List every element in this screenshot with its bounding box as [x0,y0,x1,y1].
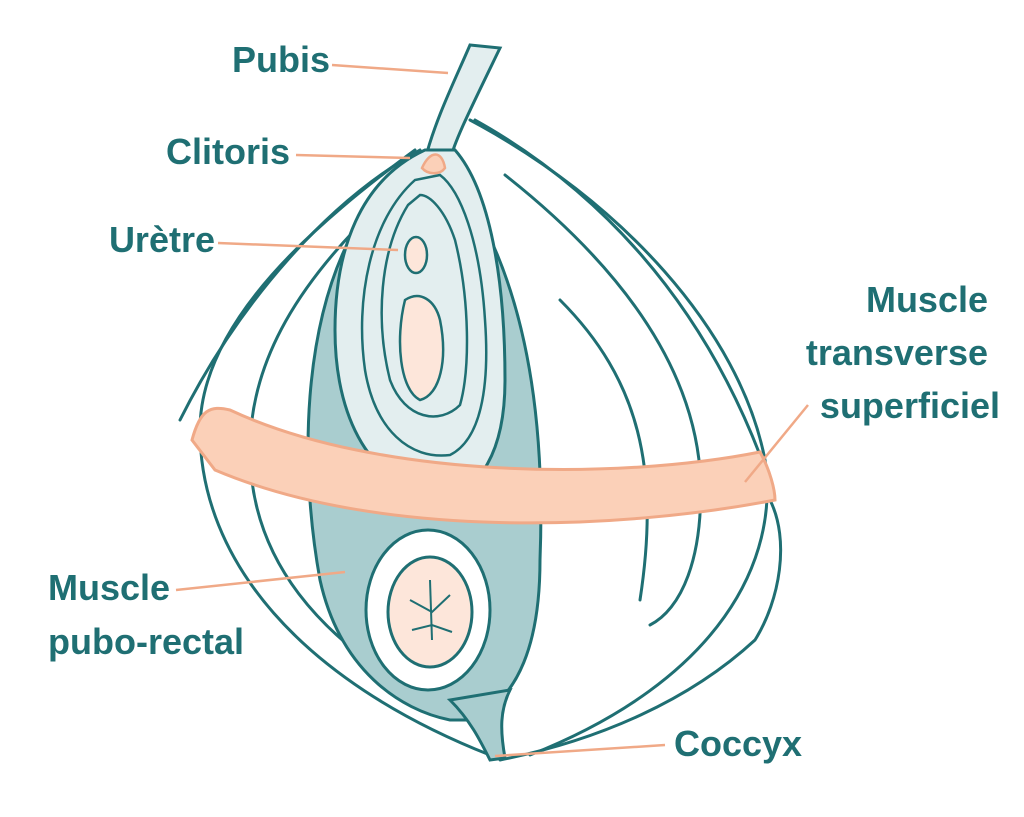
pubis-bone [423,43,503,162]
labia-lines [360,173,488,457]
anal-folds [409,579,453,641]
left-upper-fiber [178,148,422,422]
leader-transverse [744,404,809,483]
anal-fold-center [429,579,433,641]
right-upper-fiber [473,118,762,457]
transverse-muscle [190,406,777,525]
leader-clitoris [295,153,411,160]
outer-muscle-fibers [178,118,783,762]
labia-minora [360,173,488,457]
label-transverse-line2: transverse [805,332,988,373]
right-lower-fiber [498,498,783,762]
label-coccyx: Coccyx [674,723,803,764]
leader-coccyx [494,743,666,758]
clitoris-shape [420,153,447,175]
labia-inner [380,193,469,418]
label-pubis: Pubis [231,39,330,80]
leader-pubis [331,63,449,75]
label-clitoris: Clitoris [165,131,290,172]
anal-fold-lower [411,623,453,633]
leader-uretre [217,241,399,252]
anal-fold-upper [409,594,451,614]
right-mid-fiber [503,173,703,627]
right-inner-fiber [558,298,649,602]
label-puborectal-line1: Muscle [48,567,171,608]
label-transverse-line1: Muscle [865,279,988,320]
label-puborectal-line2: pubo-rectal [48,621,245,662]
label-transverse-line3: superficiel [819,385,1000,426]
leader-puborectal [175,570,346,592]
coccyx-bone [446,688,513,762]
label-uretre: Urètre [108,219,215,260]
urethra-opening [403,235,429,275]
leader-lines [175,63,809,758]
vaginal-opening [398,294,445,402]
